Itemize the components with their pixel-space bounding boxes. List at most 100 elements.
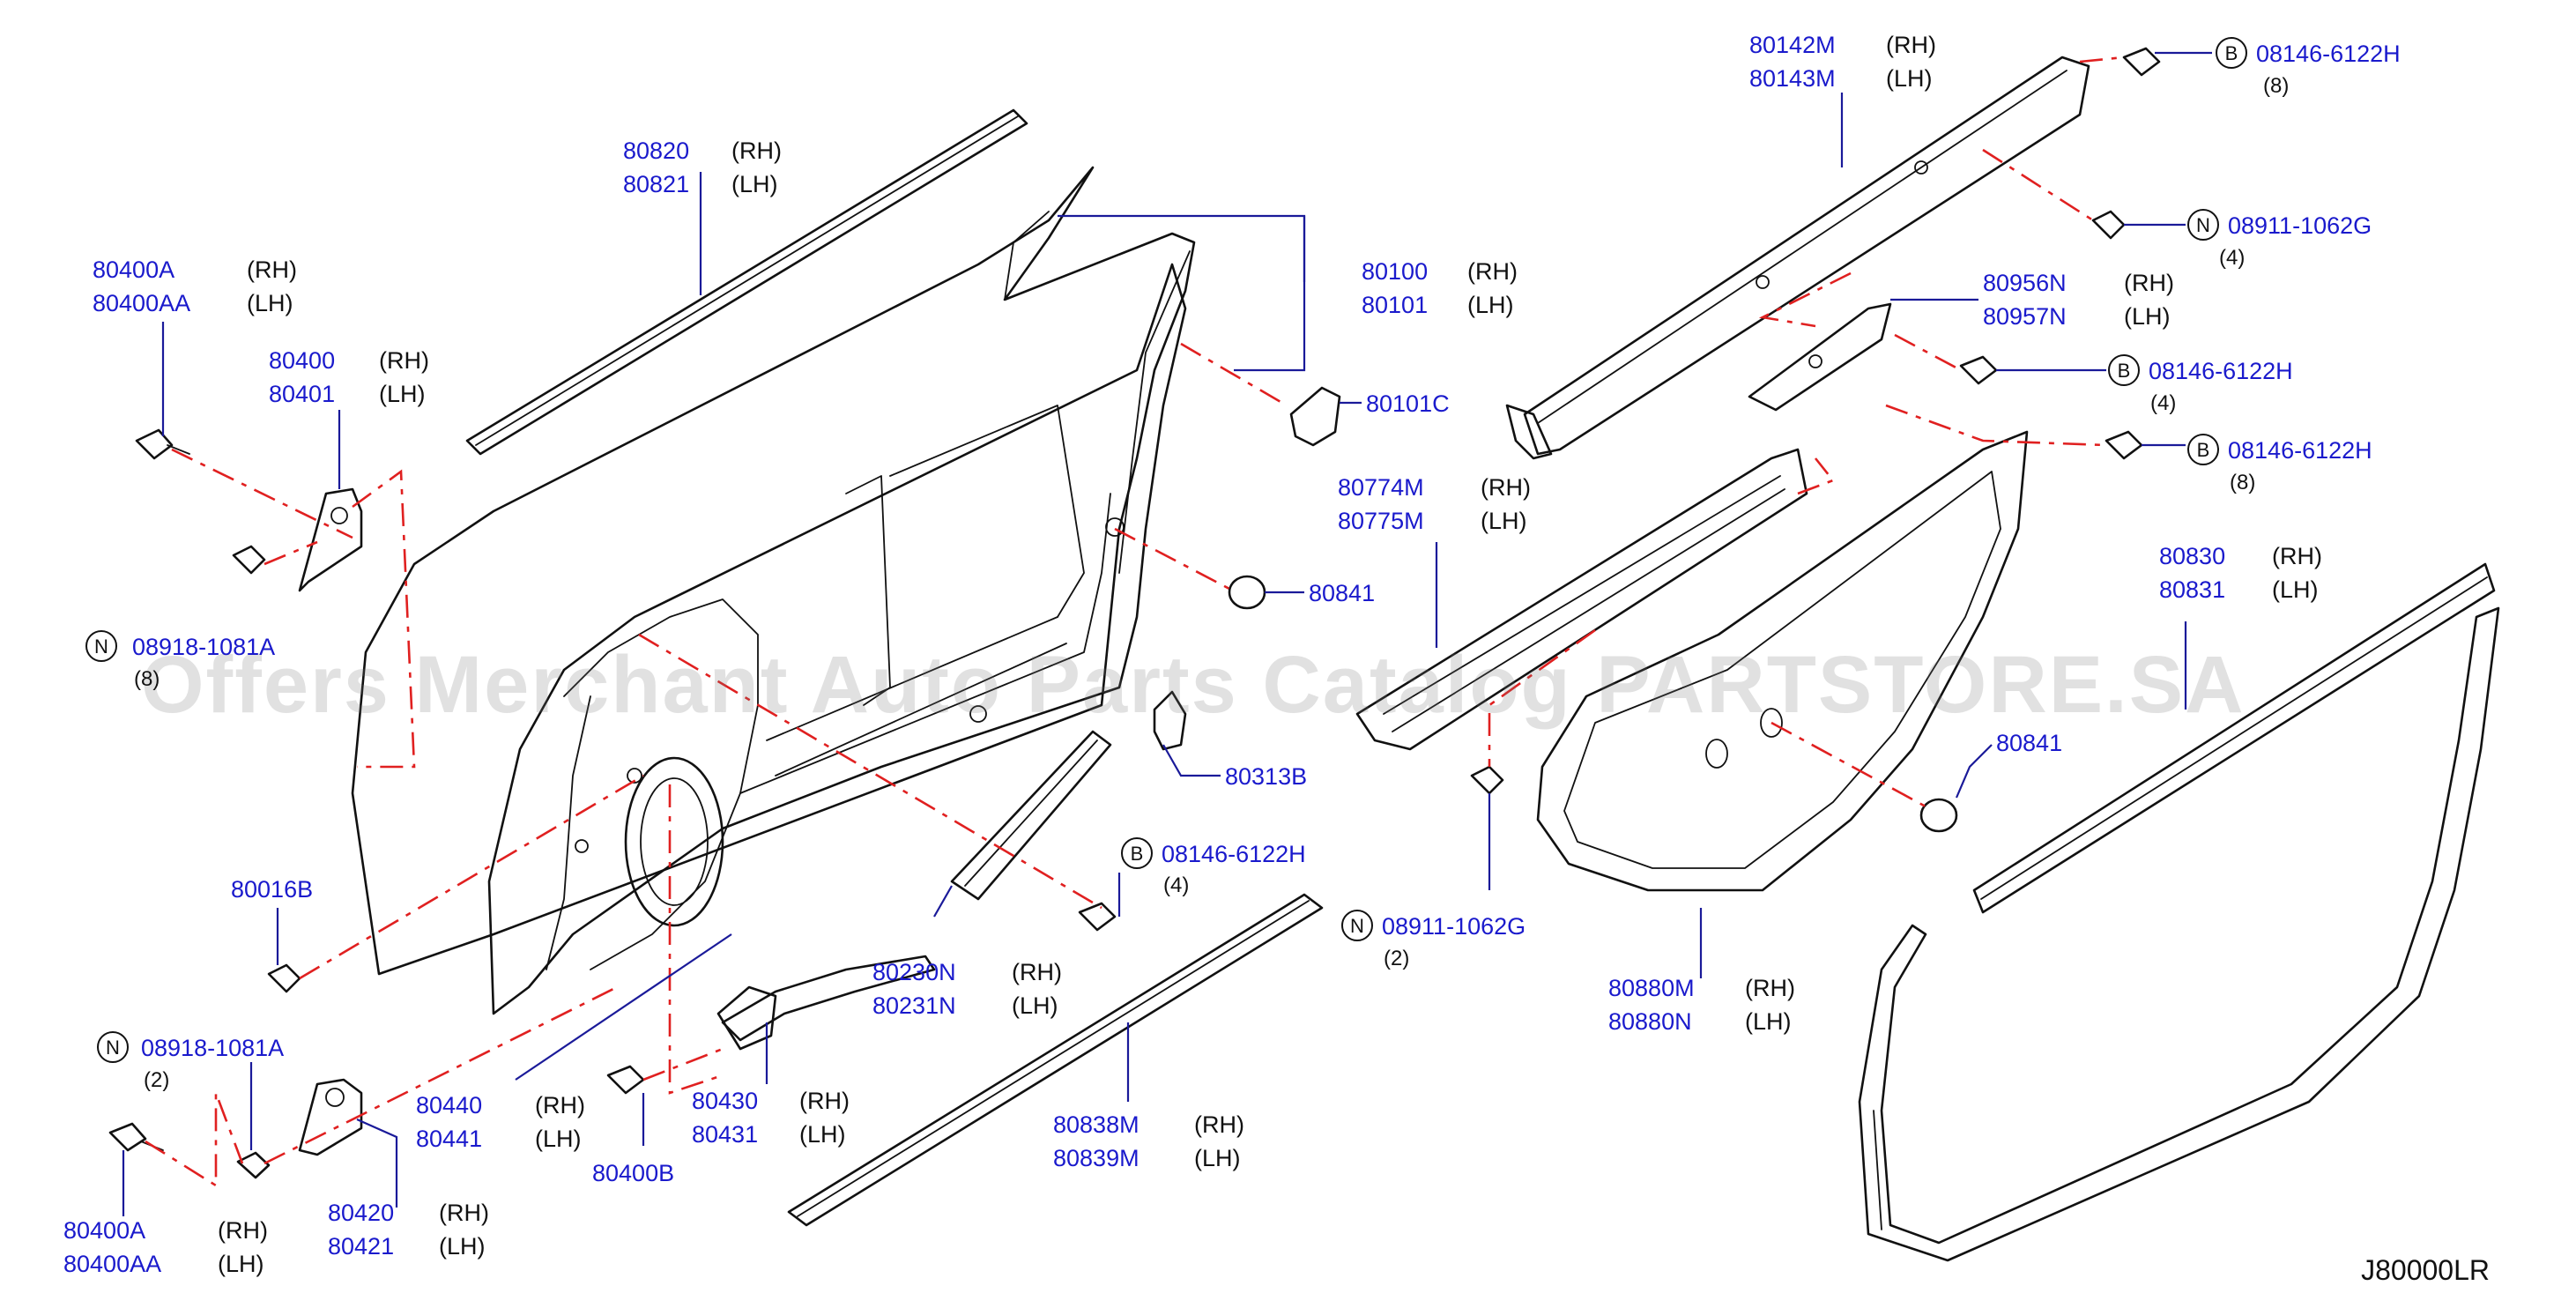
callout-side: (LH) [1012,992,1058,1019]
badge-circle [2187,209,2219,241]
door-panel-inner [487,263,1187,1015]
callout-part-number[interactable]: 80101C [1366,390,1450,417]
callout-part-number[interactable]: 80880M [1608,975,1695,1001]
fastener-part-number[interactable]: 08911-1062G [2228,212,2372,239]
callout-part-number[interactable]: 80775M [1338,508,1424,534]
callout-side: (RH) [799,1088,850,1114]
callout-part-number[interactable]: 80400A [93,256,174,283]
callout-part-number[interactable]: 80231N [872,992,956,1019]
clip-80101c [1289,386,1341,447]
callout-part-number[interactable]: 80956N [1983,270,2067,296]
callout-side: (LH) [439,1233,486,1260]
callout-side: (RH) [439,1200,489,1226]
badge-circle [2187,434,2219,465]
bracket-80956n [1748,302,1892,412]
fastener-part-number[interactable]: 08911-1062G [1382,913,1526,940]
nut-n-top [2091,210,2126,240]
badge-circle [2216,37,2247,69]
fastener-part-number[interactable]: 08146-6122H [2256,41,2401,67]
callout-part-number[interactable]: 80143M [1749,65,1836,92]
fastener-qty: (8) [2263,74,2289,98]
callout-side: (LH) [1481,508,1527,534]
fastener-qty: (8) [134,667,160,691]
callout-part-number[interactable]: 80100 [1362,258,1428,285]
badge-letter: N [1350,915,1364,937]
callout-part-number[interactable]: 80401 [269,381,335,407]
door-panel-outer [351,166,1196,976]
callout-part-number[interactable]: 80830 [2159,543,2225,569]
callout-side: (LH) [1194,1145,1241,1171]
badge-letter: B [2225,42,2238,64]
callout-part-number[interactable]: 80400AA [63,1251,161,1277]
callout-side: (RH) [218,1217,268,1244]
diagram-reference: J80000LR [2361,1254,2490,1286]
badge-letter: B [2197,439,2210,461]
callout-part-number[interactable]: 80839M [1053,1145,1140,1171]
fastener-qty: (4) [2150,391,2176,415]
callout-part-number[interactable]: 80838M [1053,1111,1140,1138]
callout-part-number[interactable]: 80440 [416,1092,482,1118]
reinforcement-80774m [1355,448,1808,751]
callout-side: (LH) [379,381,426,407]
callout-part-number[interactable]: 80420 [328,1200,394,1226]
badge-letter: B [1131,843,1144,865]
fastener-part-number[interactable]: 08146-6122H [2228,437,2372,464]
door-weatherstrip [1858,606,2500,1262]
fastener-qty: (4) [2219,246,2245,270]
callout-part-number[interactable]: 80820 [623,137,689,164]
callout-part-number[interactable]: 80016B [231,876,313,903]
callout-side: (LH) [218,1251,264,1277]
callout-part-number[interactable]: 80831 [2159,576,2225,603]
callout-part-number[interactable]: 80230N [872,959,956,985]
callout-side: (RH) [2272,543,2322,569]
callout-part-number[interactable]: 80400B [592,1160,674,1186]
bolt-80400a-upper [135,428,190,460]
lower-weatherstrip [787,893,1324,1227]
callout-side: (LH) [247,290,293,316]
nut-n-mid [1470,765,1504,795]
fastener-qty: (2) [1384,947,1409,970]
watermark: Offers Merchant Auto Parts Catalog PARTS… [141,640,2246,730]
fastener-part-number[interactable]: 08918-1081A [141,1035,284,1061]
callout-part-number[interactable]: 80400A [63,1217,145,1244]
callout-part-number[interactable]: 80101 [1362,292,1428,318]
callout-part-number[interactable]: 80430 [692,1088,758,1114]
door-check [716,955,936,1051]
callout-part-number[interactable]: 80313B [1225,763,1307,790]
fastener-qty: (2) [144,1068,169,1092]
nut-80016b [267,963,301,993]
callout-part-number[interactable]: 80421 [328,1233,394,1260]
bracket-80313b [1153,690,1187,751]
assembly-lines [145,56,2125,1188]
callout-side: (LH) [799,1121,846,1148]
fastener-qty: (8) [2230,471,2255,494]
callout-side: (RH) [2124,270,2174,296]
door-trim [1536,430,2029,892]
fastener-part-number[interactable]: 08146-6122H [1162,841,1306,867]
bolt-b-trim [2105,430,2143,460]
callout-part-number[interactable]: 80774M [1338,474,1424,501]
fastener-part-number[interactable]: 08918-1081A [132,634,275,660]
badge-circle [1341,910,1373,941]
nut-n1 [232,545,266,575]
callout-part-number[interactable]: 80441 [416,1126,482,1152]
callout-labels: 80820 (RH) 80821 (LH) 80400A (RH) 80400A… [63,32,2322,1277]
callout-part-number[interactable]: 80142M [1749,32,1836,58]
badge-circle [1121,837,1153,869]
callout-part-number[interactable]: 80880N [1608,1008,1692,1035]
callout-part-number[interactable]: 80431 [692,1121,758,1148]
callout-side: (RH) [1012,959,1062,985]
callout-part-number[interactable]: 80400AA [93,290,190,316]
callout-part-number[interactable]: 80957N [1983,303,2067,330]
callout-part-number[interactable]: 80400 [269,347,335,374]
callout-part-number[interactable]: 80841 [1309,580,1375,606]
callout-side: (LH) [2272,576,2319,603]
sash-strip [950,730,1112,901]
callout-part-number[interactable]: 80821 [623,171,689,197]
callout-part-number[interactable]: 80841 [1996,730,2062,756]
nut-n2 [236,1151,271,1179]
badge-letter: N [94,635,108,658]
fastener-part-number[interactable]: 08146-6122H [2149,358,2293,384]
upper-strip-80830 [1972,562,2496,914]
callout-side: (LH) [1886,65,1933,92]
